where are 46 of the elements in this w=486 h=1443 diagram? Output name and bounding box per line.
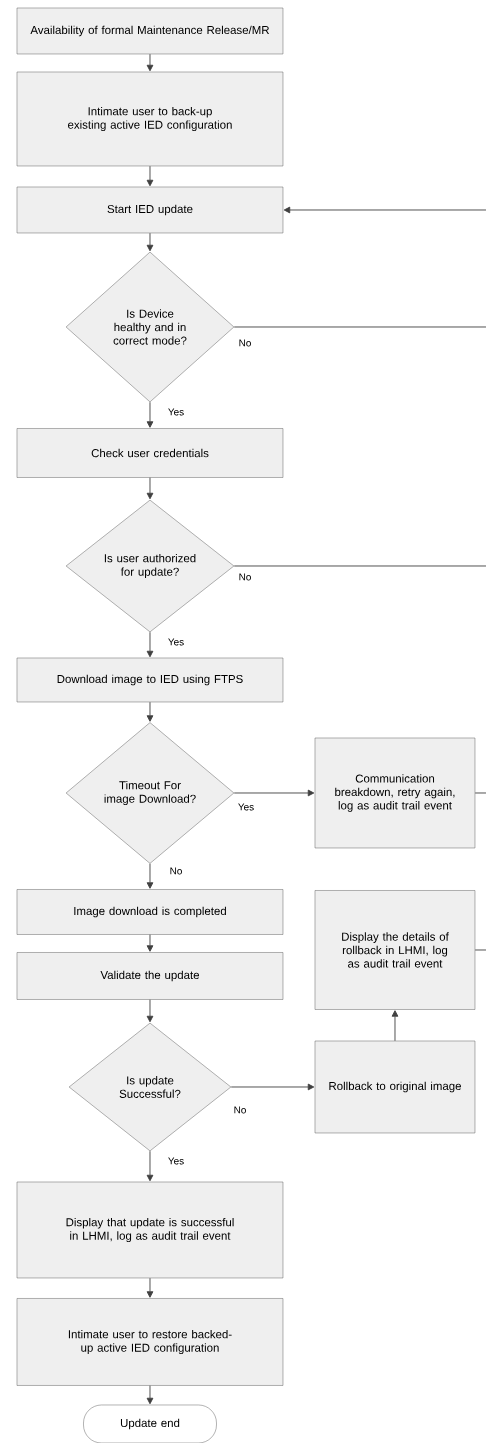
decision-diamond (65, 722, 235, 864)
arrow (146, 53, 154, 72)
arrow (146, 999, 154, 1023)
arrow (146, 1277, 154, 1298)
edge-label: No (232, 1105, 248, 1115)
arrow (146, 165, 154, 187)
process-box: Check user credentials (16, 428, 284, 478)
edge-label: Yes (166, 637, 186, 647)
edge-label: Yes (166, 407, 186, 417)
arrow (283, 206, 486, 214)
arrow (146, 477, 154, 500)
terminator: Update end (83, 1404, 217, 1443)
decision-text: Is user authorized for update? (104, 553, 196, 579)
decision-text: Is Device healthy and in correct mode? (113, 309, 187, 345)
process-box: Start IED update (16, 186, 284, 234)
arrow (146, 1385, 154, 1405)
decision-diamond (65, 251, 235, 403)
process-box: Display the details of rollback in LHMI, log as audit trail event (314, 890, 476, 1010)
arrow (146, 701, 154, 722)
process-box: Availability of formal Maintenance Release/MR (16, 7, 284, 55)
edge-label: No (168, 866, 184, 876)
arrow (146, 631, 154, 658)
decision-diamond (68, 1022, 232, 1152)
decision-text: Timeout For image Download? (104, 780, 196, 806)
process-box: Intimate user to back-up existing active IED configuration (16, 71, 284, 167)
arrow (146, 401, 154, 428)
arrow (146, 934, 154, 952)
process-box: Communication breakdown, retry again, log as audit trail event (314, 737, 476, 849)
process-box: Rollback to original image (314, 1040, 476, 1134)
arrow (233, 789, 315, 797)
edge-label: No (237, 572, 253, 582)
decision-diamond (65, 499, 235, 633)
decision-text: Is update Successful? (119, 1076, 181, 1098)
edge-label: No (237, 338, 253, 348)
edge-label: Yes (166, 1156, 186, 1166)
arrow (146, 1150, 154, 1182)
process-box: Intimate user to restore backed-up active IED configuration (16, 1298, 284, 1386)
edge-label: Yes (236, 802, 256, 812)
process-box: Download image to IED using FTPS (16, 657, 284, 703)
arrow (146, 232, 154, 252)
arrow (230, 1083, 315, 1091)
arrow (146, 863, 154, 889)
process-box: Image download is completed (16, 889, 284, 935)
process-box: Validate the update (16, 952, 284, 1000)
process-box: Display that update is successful in LHMI, log as audit trail event (16, 1181, 284, 1279)
arrow (391, 1010, 399, 1042)
